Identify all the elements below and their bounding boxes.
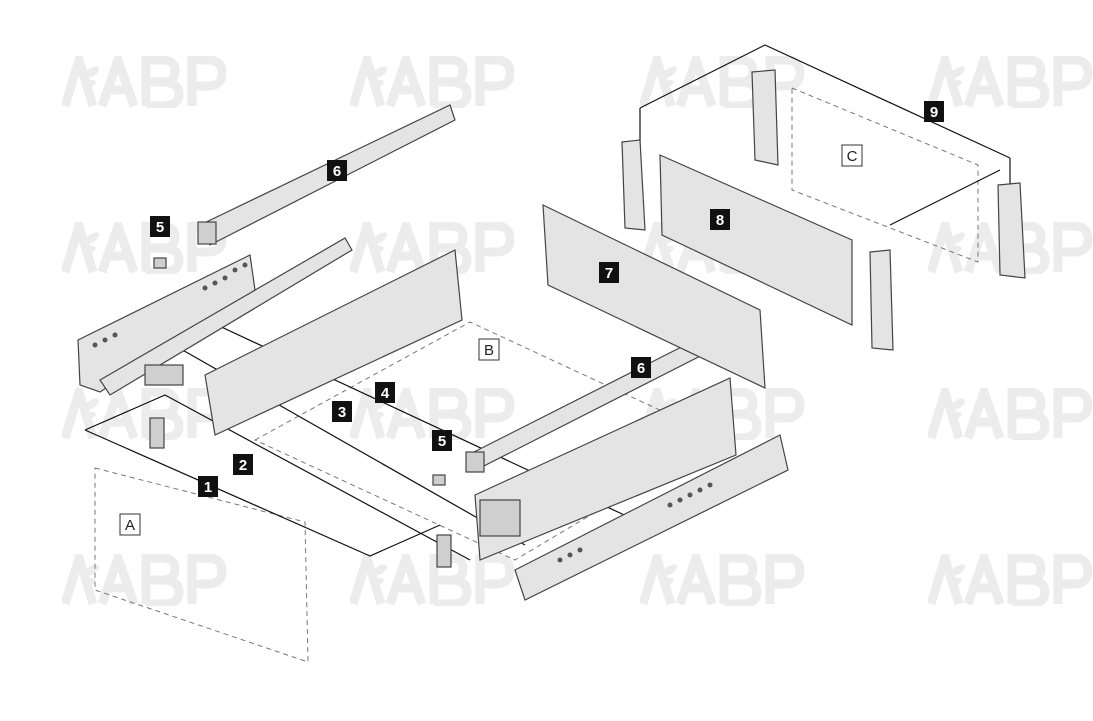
svg-text:2: 2: [239, 457, 247, 474]
label-5-left: 5: [150, 216, 170, 237]
watermark-logo: [643, 558, 800, 604]
svg-text:7: 7: [605, 265, 613, 282]
label-8: 8: [710, 209, 730, 230]
label-6-top: 6: [327, 160, 347, 181]
rail-end-cap: [465, 451, 485, 473]
assembly-line: [84, 429, 441, 557]
svg-text:3: 3: [338, 404, 346, 421]
svg-text:5: 5: [156, 219, 164, 236]
screw-5: [153, 257, 167, 269]
front-fixing-bracket: [149, 417, 165, 449]
watermark-logo: [353, 558, 510, 604]
label-5-right: 5: [432, 430, 452, 451]
svg-text:6: 6: [637, 360, 645, 377]
svg-text:4: 4: [381, 385, 390, 402]
back-panel-8: [659, 154, 853, 326]
runner-holes: [557, 482, 713, 563]
front-connector: [479, 499, 521, 537]
label-7: 7: [599, 262, 619, 283]
svg-text:5: 5: [438, 433, 446, 450]
screw-5: [432, 474, 446, 486]
back-bracket: [997, 182, 1026, 279]
assembly-line: [84, 394, 471, 561]
watermark-logo: [65, 60, 222, 106]
svg-text:8: 8: [716, 212, 724, 229]
label-4: 4: [375, 382, 395, 403]
svg-text:C: C: [847, 148, 858, 165]
front-panel-a-outline: [94, 467, 309, 663]
label-1: 1: [198, 476, 218, 497]
frame-line: [889, 169, 1001, 226]
label-6-bottom: 6: [631, 357, 651, 378]
svg-text:6: 6: [333, 163, 341, 180]
bracket-plate: [144, 364, 184, 386]
rail-end-cap: [197, 221, 217, 245]
label-2: 2: [233, 454, 253, 475]
letter-label-c: C: [841, 144, 863, 167]
back-panel-c-outline: [791, 87, 979, 263]
left-drawer-side: [204, 249, 463, 436]
watermark-logo: [353, 60, 510, 106]
watermarks: [65, 60, 1088, 604]
letter-label-a: A: [119, 513, 141, 536]
right-drawer-side: [474, 377, 737, 561]
letter-label-b: B: [478, 338, 500, 361]
watermark-logo: [931, 392, 1088, 438]
svg-text:1: 1: [204, 479, 212, 496]
left-runner-slide: [99, 237, 353, 396]
runner-holes: [92, 262, 248, 348]
svg-text:9: 9: [930, 104, 938, 121]
label-9: 9: [924, 101, 944, 122]
right-runner: [514, 434, 789, 601]
front-fixing-bracket: [436, 534, 452, 568]
back-bracket: [751, 69, 779, 166]
watermark-logo: [931, 60, 1088, 106]
back-panel-7: [542, 204, 766, 389]
svg-text:B: B: [484, 342, 494, 359]
back-bracket: [621, 139, 646, 231]
back-bracket: [869, 249, 894, 351]
svg-text:A: A: [125, 517, 135, 534]
watermark-logo: [65, 558, 222, 604]
label-3: 3: [332, 401, 352, 422]
bottom-panel-b-outline: [253, 321, 722, 561]
watermark-logo: [931, 558, 1088, 604]
